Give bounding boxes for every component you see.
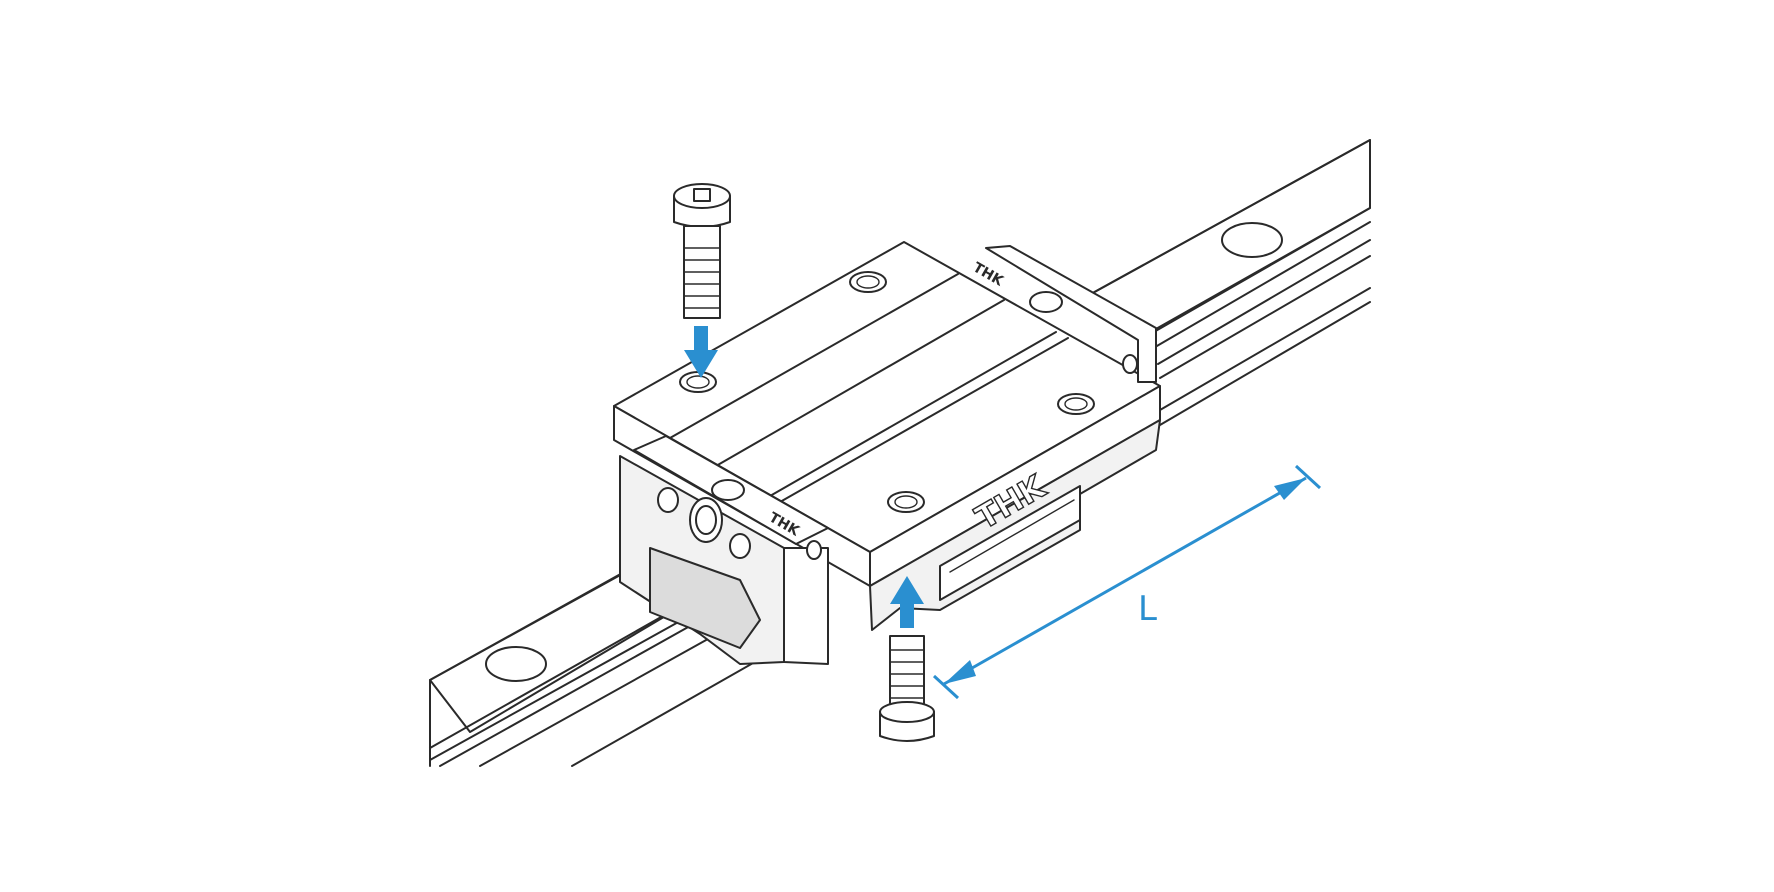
dimension-arrow-icon: [932, 464, 1322, 700]
socket-head-cap-screw-icon: [879, 635, 935, 742]
top-lube-hole-far: [1029, 291, 1063, 313]
grease-port: [689, 497, 723, 543]
socket-head-cap-screw-icon: [673, 183, 731, 319]
side-plug-far: [1122, 354, 1138, 374]
block-mount-hole-2: [679, 371, 717, 393]
bottom-mounting-screw: [879, 576, 935, 742]
rail-bolt-hole-near: [485, 646, 547, 682]
rail-profile-cutout: [649, 547, 761, 649]
block-mount-hole-3: [1057, 393, 1095, 415]
guide-block: THK THK THK: [613, 241, 1161, 665]
side-plug-near: [806, 540, 822, 560]
block-side-seal: [939, 485, 1081, 601]
end-plate-screw-2: [729, 533, 751, 559]
top-mounting-screw: [673, 183, 731, 378]
length-dimension: L: [932, 464, 1322, 700]
down-arrow-icon: [684, 326, 718, 378]
end-plate-side: [783, 547, 829, 665]
block-mount-hole-4: [887, 491, 925, 513]
top-lube-hole-near: [711, 479, 745, 501]
block-mount-hole-1: [849, 271, 887, 293]
end-seal-strip-far: [985, 245, 1157, 383]
rail-bolt-hole-far: [1221, 222, 1283, 258]
up-arrow-icon: [890, 576, 924, 628]
dimension-label: L: [1138, 589, 1157, 629]
end-plate-screw-1: [657, 487, 679, 513]
